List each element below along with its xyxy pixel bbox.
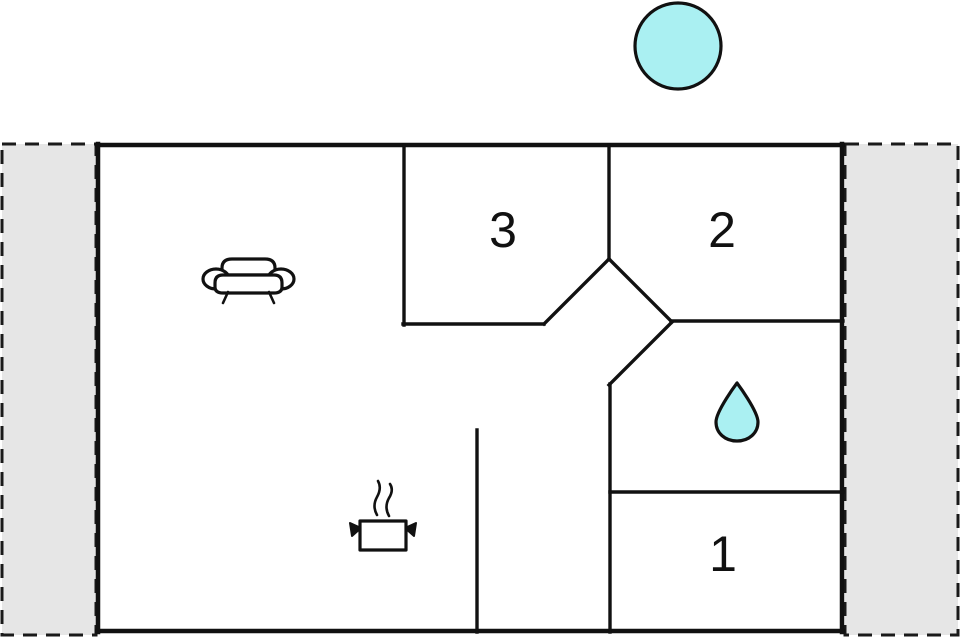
outside-zone-right — [843, 142, 960, 637]
pot-body — [358, 519, 408, 552]
room-label-3: 3 — [489, 202, 517, 258]
cooking-pot-icon — [349, 479, 417, 552]
sun-icon — [633, 1, 723, 91]
pot-handle-right — [404, 522, 417, 537]
outside-zone-left — [0, 142, 98, 637]
interior-walls — [401, 143, 845, 634]
sofa-leg-left — [221, 290, 230, 305]
room-labels: 3 2 1 — [489, 202, 737, 582]
sofa-leg-right — [267, 290, 276, 305]
pot-steam-left — [373, 479, 382, 517]
room-label-2: 2 — [708, 202, 736, 258]
outer-walls — [94, 141, 846, 635]
sofa-backrest — [220, 257, 277, 277]
sofa-icon — [201, 257, 296, 305]
sofa-seat — [213, 273, 284, 295]
room-label-1: 1 — [709, 526, 737, 582]
pot-handle-left — [349, 522, 362, 537]
wall-diagonal-upper-left — [541, 256, 612, 327]
water-drop-icon — [714, 381, 760, 443]
building-interior — [97, 144, 843, 632]
wall-diagonal-upper-right — [606, 256, 675, 325]
pot-steam-right — [385, 482, 394, 518]
outside-zones — [0, 142, 960, 637]
wall-diagonal-lower-right — [606, 319, 675, 388]
